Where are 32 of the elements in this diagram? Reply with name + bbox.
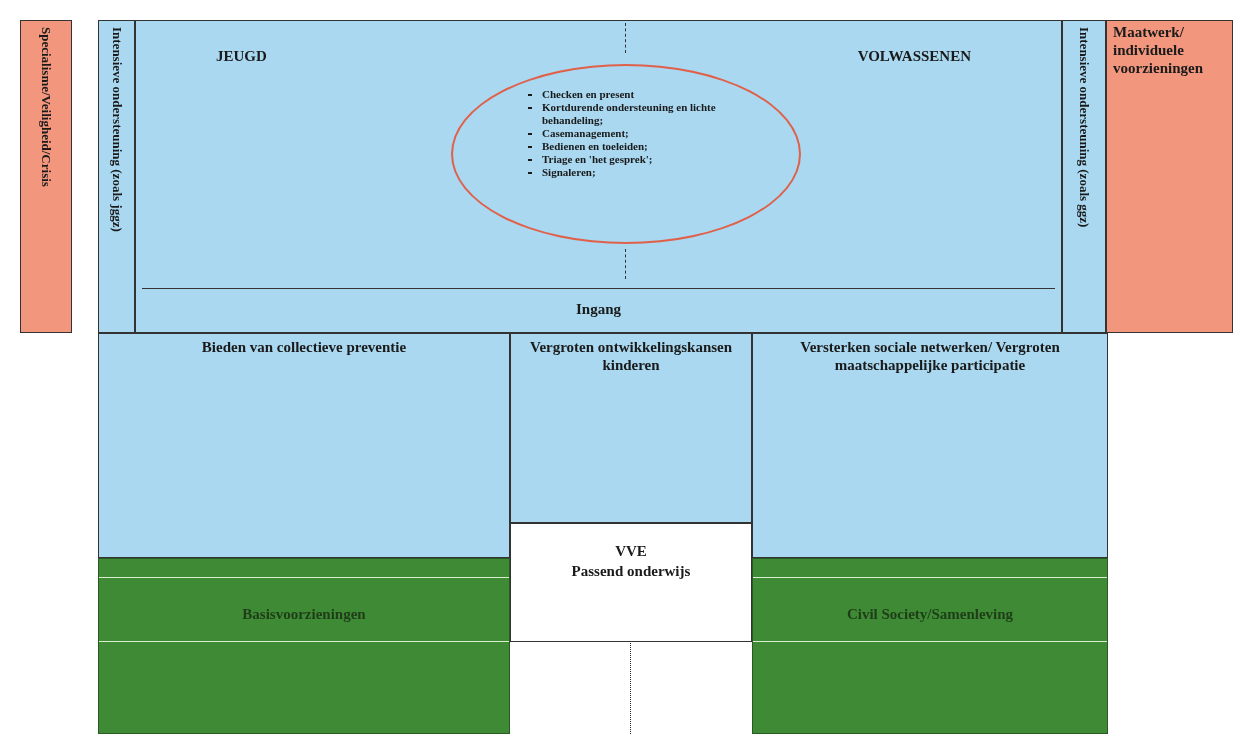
education-box	[510, 523, 752, 642]
list-item: Triage en 'het gesprek';	[542, 153, 653, 165]
vertical-label: Intensieve ondersteuning (zoals ggz)	[1076, 27, 1093, 228]
vertical-label: Intensieve ondersteuning (zoals jggz)	[108, 27, 126, 232]
panel-heading: Maatwerk/ individuele voorzieningen	[1113, 23, 1204, 77]
box-heading: VVE	[614, 542, 648, 560]
panel-heading: Basisvoorzieningen	[241, 605, 367, 623]
list-item: Casemanagement;	[542, 127, 629, 139]
entry-panel	[135, 20, 1062, 333]
side-band	[1062, 20, 1106, 333]
panel-heading: Bieden van collectieve preventie	[200, 338, 408, 356]
domain-panel	[98, 333, 510, 558]
base-panel	[752, 558, 1108, 734]
list-item: Checken en present	[542, 88, 635, 100]
list-item: Kortdurende ondersteuning en lichte behandeling;	[542, 101, 716, 126]
row-heading: Ingang	[575, 300, 622, 318]
vertical-label: Specialisme/Veiligheid/Crisis	[38, 27, 55, 187]
column-heading: VOLWASSENEN	[857, 47, 971, 65]
domain-panel	[510, 333, 752, 523]
list-item: Bedienen en toeleiden;	[542, 140, 648, 152]
panel-heading: Civil Society/Samenleving	[845, 605, 1015, 623]
side-panel	[1106, 20, 1233, 333]
panel-heading: Versterken sociale netwerken/ Vergroten maatschappelijke participatie	[799, 338, 1061, 374]
column-heading: JEUGD	[216, 47, 267, 65]
base-panel	[98, 558, 510, 734]
box-heading: Passend onderwijs	[570, 562, 692, 580]
list-item: Signaleren;	[542, 166, 596, 178]
task-ellipse	[451, 64, 801, 244]
panel-heading: Vergroten ontwikkelingskansen kinderen	[528, 338, 734, 374]
side-band	[98, 20, 135, 333]
side-panel	[20, 20, 72, 333]
domain-panel	[752, 333, 1108, 558]
